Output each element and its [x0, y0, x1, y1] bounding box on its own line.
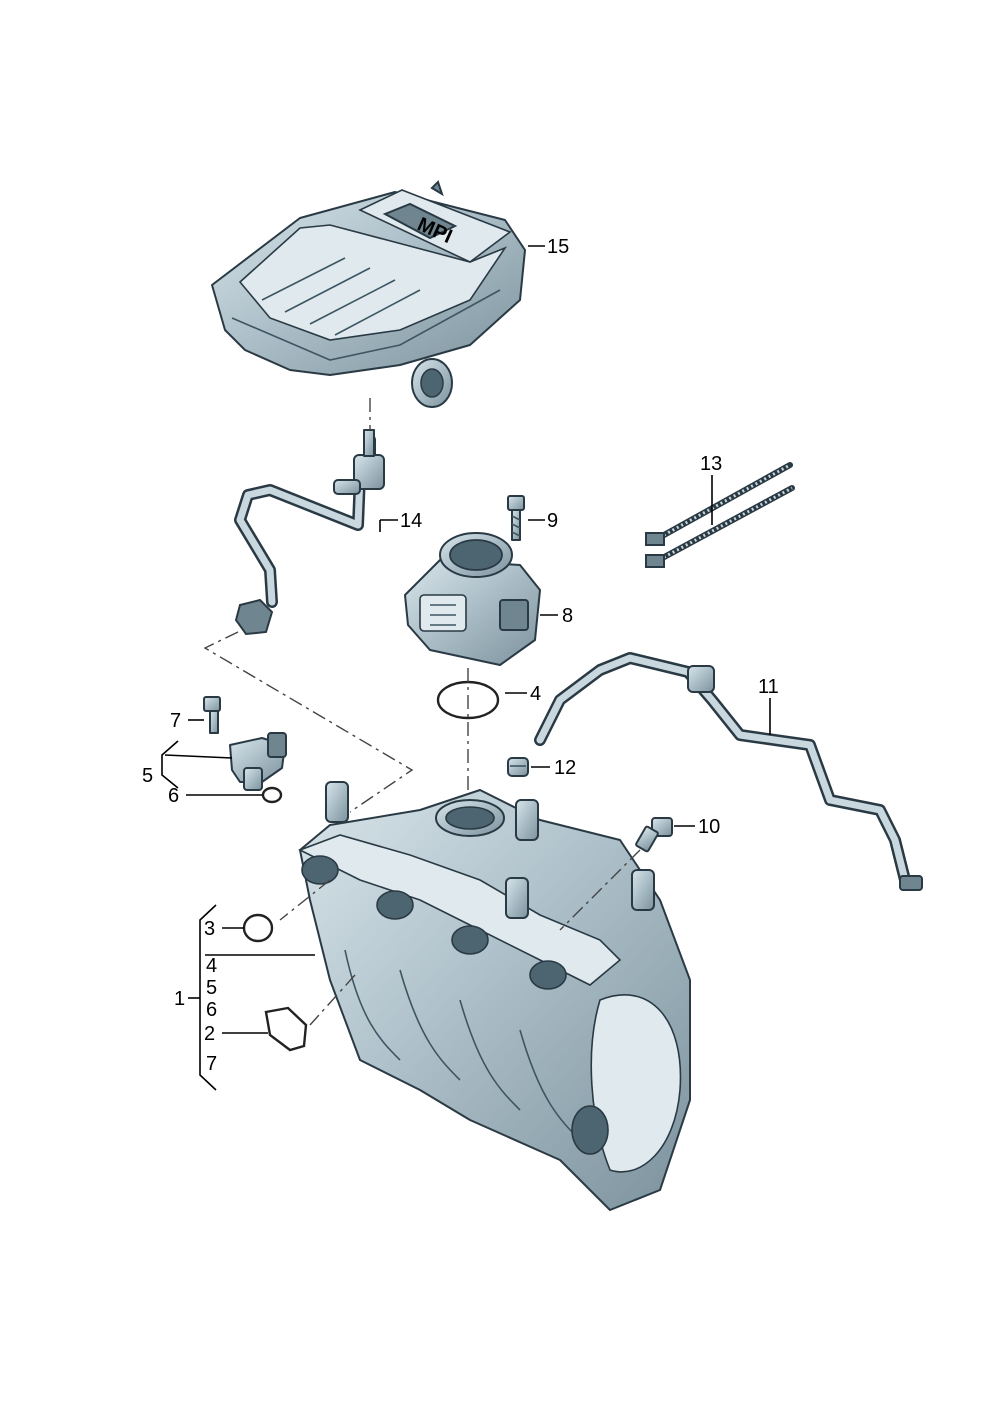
callout-11: 11: [758, 676, 779, 698]
callout-6-group: 6: [206, 999, 217, 1021]
callout-labels: 15 14 13 9 8 4 11 7 5 6 12 10 3 4 1 5 6 …: [142, 236, 779, 1075]
sensor-5: [229, 732, 287, 791]
assembly-lines: [203, 398, 641, 1026]
callout-13: 13: [700, 453, 722, 475]
bolt-10: [635, 817, 673, 853]
throttle-valve-module-8: [404, 532, 541, 666]
callout-4-throttle-o-ring: 4: [530, 683, 541, 705]
bolt-9: [507, 495, 525, 541]
sensor-hose-11: [534, 652, 923, 891]
callout-12: 12: [554, 757, 576, 779]
callout-7-group: 7: [206, 1053, 217, 1075]
housing-outlet-spigot: [411, 358, 453, 408]
air-filter-housing-15: MPI: [211, 180, 526, 408]
callout-3: 3: [204, 918, 215, 940]
vent-hose-14: [234, 429, 385, 636]
callout-8: 8: [562, 605, 573, 627]
leader-lines: [161, 245, 771, 1091]
callout-4-group: 4: [206, 955, 217, 977]
callout-5-group: 5: [206, 977, 217, 999]
intake-manifold-1: [298, 781, 691, 1211]
callout-15: 15: [547, 236, 569, 258]
callout-2: 2: [204, 1023, 215, 1045]
callout-10: 10: [698, 816, 720, 838]
manifold-throttle-port: [435, 799, 505, 837]
cable-ties-13: [645, 462, 795, 568]
gasket-2: [264, 1006, 308, 1052]
callout-14: 14: [400, 510, 422, 532]
callout-6-o-ring: 6: [168, 785, 179, 807]
gasket-3: [242, 913, 274, 943]
injector-bosses: [325, 781, 655, 919]
callout-7-bolt: 7: [170, 710, 181, 732]
callout-1-manifold: 1: [174, 988, 185, 1010]
callout-9: 9: [547, 510, 558, 532]
plug-12: [507, 757, 529, 777]
bolt-7: [203, 696, 221, 734]
o-ring-6-sensor: [261, 786, 283, 804]
callout-5-sensor: 5: [142, 765, 153, 787]
manifold-port-flanges: [301, 855, 567, 990]
